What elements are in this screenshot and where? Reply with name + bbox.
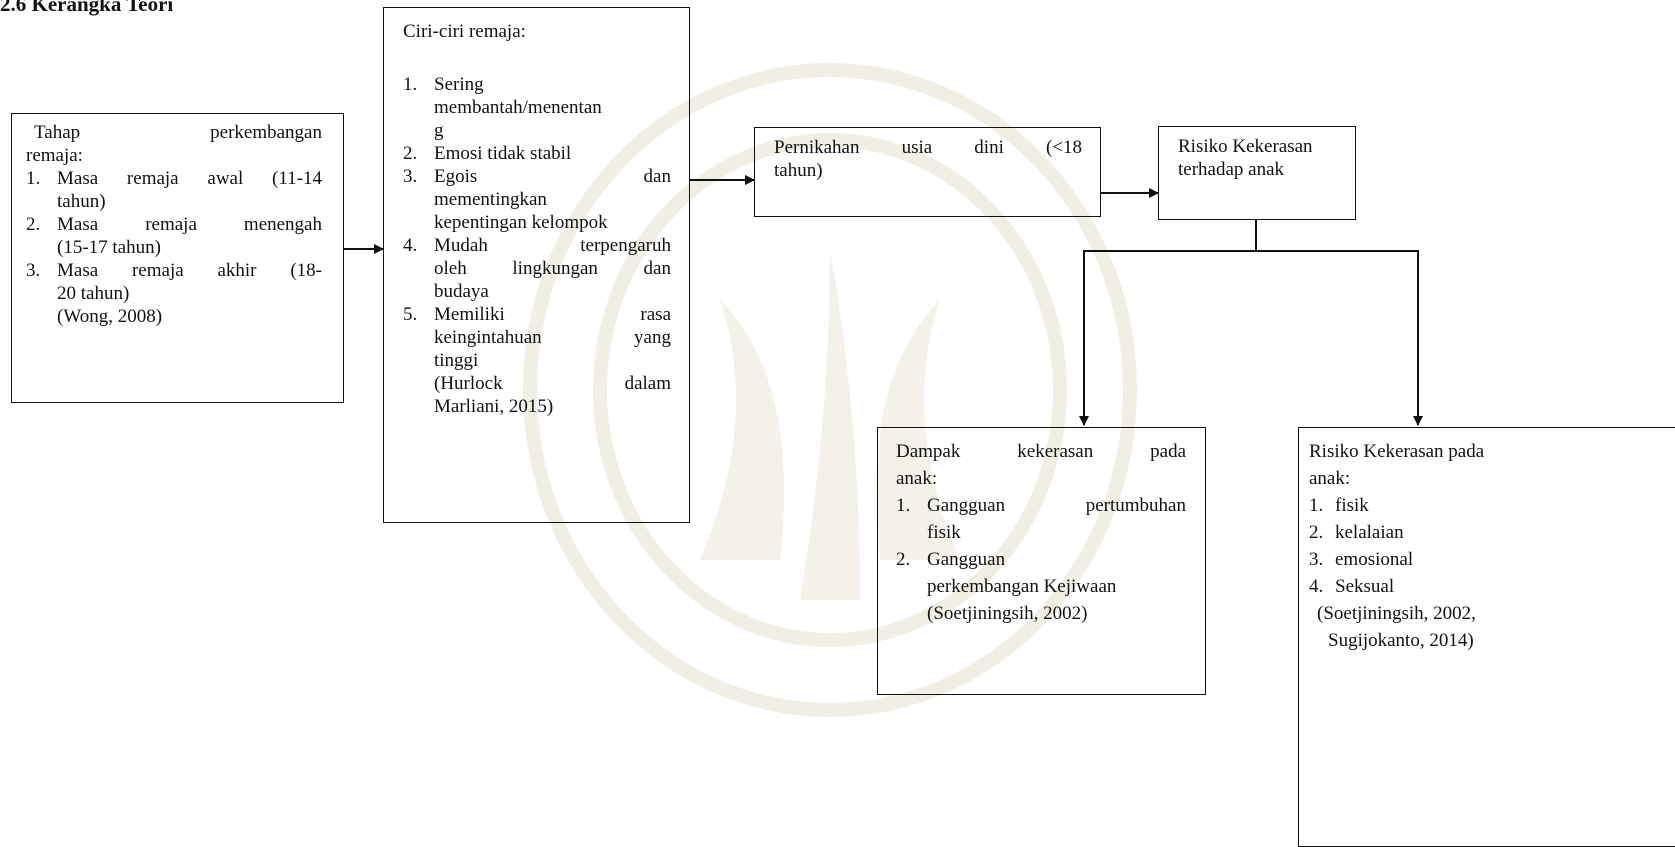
pernikahan-line2: tahun) — [774, 160, 823, 181]
list-item: 3. Masa remaja akhir (18- 20 tahun) — [26, 260, 322, 304]
list-item: 2. Masa remaja menengah (15-17 tahun) — [26, 214, 322, 258]
connector-lines — [344, 175, 1423, 426]
list-item: 2. Gangguan perkembangan Kejiwaan — [896, 549, 1117, 597]
risiko-pada-title: Risiko Kekerasan pada — [1309, 441, 1485, 462]
page-title: 2.6 Kerangka Teori — [0, 0, 174, 16]
list-item: 1. Gangguan pertumbuhan fisik — [896, 495, 1186, 543]
branch-line — [1079, 220, 1257, 426]
tahap-citation: (Wong, 2008) — [57, 306, 163, 327]
branch-line-right — [1256, 250, 1423, 426]
pernikahan-line1: Pernikahan usia dini (<18 — [774, 137, 1082, 158]
ciri-citation-line2: Marliani, 2015) — [434, 396, 554, 417]
risiko-pada-citation-line2: Sugijokanto, 2014) — [1328, 630, 1474, 651]
ciri-citation: (Hurlock dalam — [434, 373, 671, 394]
risiko-anak-box — [1158, 126, 1356, 220]
risiko-anak-line2: terhadap anak — [1178, 159, 1285, 180]
tahap-title-line2: remaja: — [26, 145, 83, 166]
dampak-box — [877, 427, 1206, 695]
risiko-pada-citation: (Soetjiningsih, 2002, — [1317, 603, 1476, 624]
list-item: 3. emosional — [1309, 549, 1414, 570]
tahap-content: Tahap perkembangan remaja: 1. Masa remaj… — [26, 121, 322, 328]
dampak-title: Dampak kekerasan pada — [896, 441, 1186, 462]
list-item: 1. Masa remaja awal (11-14 tahun) — [26, 168, 322, 212]
pernikahan-box — [754, 127, 1101, 217]
ciri-box — [383, 7, 690, 523]
risiko-anak-line1: Risiko Kekerasan — [1178, 136, 1313, 157]
dampak-title-line2: anak: — [896, 468, 938, 489]
risiko-pada-title-line2: anak: — [1309, 468, 1351, 489]
list-item: 2. kelalaian — [1309, 522, 1404, 543]
list-item: 4. Seksual — [1309, 576, 1395, 597]
list-item: 2. Emosi tidak stabil — [403, 143, 572, 164]
ciri-title: Ciri-ciri remaja: — [403, 21, 526, 42]
list-item: 1. fisik — [1309, 495, 1369, 516]
dampak-citation: (Soetjiningsih, 2002) — [927, 603, 1088, 624]
list-item: 3. Egois dan mementingkan kepentingan ke… — [403, 166, 671, 233]
list-item: 4. Mudah terpengaruh oleh lingkungan dan… — [403, 235, 671, 302]
ciri-content: Ciri-ciri remaja: 1. Sering membantah/me… — [403, 20, 671, 418]
pernikahan-content: Pernikahan usia dini (<18 tahun) — [774, 136, 1082, 182]
list-item: 1. Sering membantah/menentan g — [403, 74, 602, 141]
dampak-content: Dampak kekerasan pada anak: 1. Gangguan … — [896, 438, 1186, 627]
risiko-anak-content: Risiko Kekerasan terhadap anak — [1178, 135, 1348, 181]
tahap-box — [11, 113, 344, 403]
list-item: 5. Memiliki rasa keingintahuan yang ting… — [403, 304, 671, 371]
risiko-pada-content: Risiko Kekerasan pada anak: 1. fisik 2. … — [1309, 438, 1559, 654]
tahap-title: Tahap perkembangan — [34, 122, 322, 143]
